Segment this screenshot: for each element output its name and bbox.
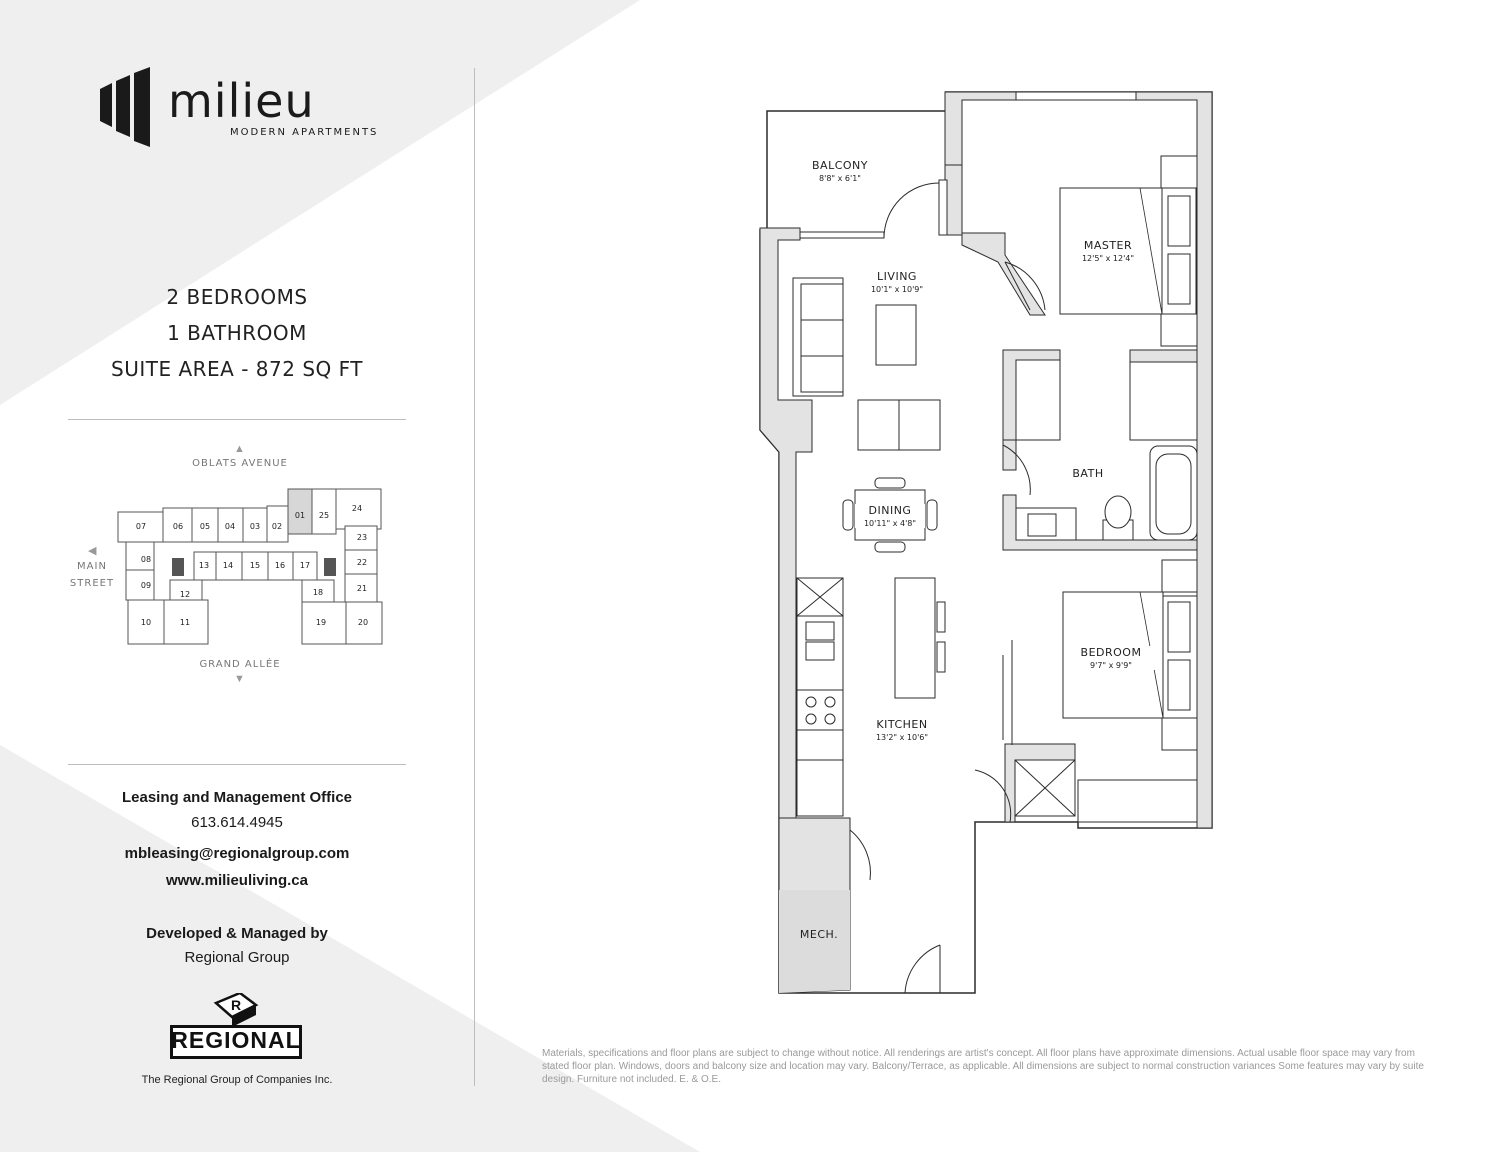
room-dining: DINING 10'11" x 4'8" bbox=[855, 504, 925, 528]
unit-label: 15 bbox=[250, 561, 260, 570]
wall bbox=[1002, 494, 1198, 551]
north-arrow-icon: ▲ bbox=[234, 443, 245, 455]
balcony-outline bbox=[766, 110, 945, 232]
window bbox=[1015, 91, 1137, 101]
brand-name: milieu bbox=[168, 74, 315, 128]
entry-door bbox=[904, 944, 941, 994]
unit-label: 04 bbox=[225, 522, 235, 531]
room-bath: BATH bbox=[1072, 467, 1104, 480]
unit-label: 19 bbox=[316, 618, 326, 627]
unit-label: 11 bbox=[180, 618, 190, 627]
window bbox=[938, 179, 948, 236]
unit-label: 01 bbox=[295, 511, 305, 520]
regional-r-icon: R bbox=[213, 993, 259, 1027]
office-label: Leasing and Management Office bbox=[121, 789, 353, 806]
unit-label: 12 bbox=[180, 590, 190, 599]
brand-tagline: MODERN APARTMENTS bbox=[230, 127, 379, 138]
unit-label: 05 bbox=[200, 522, 210, 531]
unit-label: 06 bbox=[173, 522, 183, 531]
unit-label: 24 bbox=[352, 504, 362, 513]
room-master: MASTER 12'5" x 12'4" bbox=[1081, 239, 1135, 263]
unit-label: 21 bbox=[357, 584, 367, 593]
milieu-logo-icon bbox=[100, 67, 150, 147]
highlighted-unit bbox=[287, 488, 313, 535]
developer-name: Regional Group bbox=[184, 949, 290, 966]
site-key-plan: 07 06 05 04 03 02 01 25 24 08 13 14 15 1… bbox=[117, 488, 383, 645]
closet-shelf bbox=[1077, 779, 1198, 823]
wall bbox=[759, 227, 813, 819]
developer-label: Developed & Managed by bbox=[146, 925, 328, 942]
fridge bbox=[796, 759, 844, 817]
unit-label: 17 bbox=[300, 561, 310, 570]
divider-top bbox=[68, 419, 406, 420]
stove bbox=[796, 689, 844, 731]
room-mech: MECH. bbox=[799, 928, 839, 941]
street-south: GRAND ALLÉE bbox=[199, 659, 281, 670]
master-door bbox=[1004, 261, 1046, 311]
street-west-line2: STREET bbox=[69, 578, 115, 589]
disclaimer: Materials, specifications and floor plan… bbox=[542, 1048, 1424, 1085]
wall bbox=[961, 232, 1046, 316]
unit-label: 18 bbox=[313, 588, 323, 597]
unit-label: 16 bbox=[275, 561, 285, 570]
column-divider bbox=[474, 68, 475, 1086]
unit-label: 02 bbox=[272, 522, 282, 531]
street-west-line1: MAIN bbox=[77, 561, 107, 572]
room-bedroom: BEDROOM 9'7" x 9'9" bbox=[1066, 646, 1156, 670]
regional-logo-box bbox=[170, 1025, 302, 1059]
window bbox=[799, 231, 885, 239]
coffee-table bbox=[875, 304, 917, 366]
office-phone[interactable]: 613.614.4945 bbox=[191, 814, 283, 831]
street-north: OBLATS AVENUE bbox=[192, 458, 288, 469]
regional-logo-word: REGIONAL bbox=[171, 1027, 301, 1053]
kitchen-island bbox=[894, 577, 936, 699]
west-arrow-icon: ◀ bbox=[88, 545, 97, 557]
wall bbox=[944, 91, 1017, 166]
wall bbox=[1129, 349, 1198, 363]
unit-label: 14 bbox=[223, 561, 233, 570]
mech-door bbox=[849, 829, 871, 881]
unit-label: 08 bbox=[141, 555, 151, 564]
unit-label: 25 bbox=[319, 511, 329, 520]
room-living: LIVING 10'1" x 10'9" bbox=[870, 270, 924, 294]
bathrooms-count: 1 BATHROOM bbox=[167, 321, 307, 345]
bedrooms-count: 2 BEDROOMS bbox=[166, 285, 308, 309]
bath-door bbox=[1002, 444, 1031, 496]
master-bed bbox=[1059, 187, 1163, 315]
svg-text:R: R bbox=[231, 997, 241, 1013]
unit-label: 07 bbox=[136, 522, 146, 531]
unit-label: 13 bbox=[199, 561, 209, 570]
room-balcony: BALCONY 8'8" x 6'1" bbox=[812, 159, 868, 183]
wall bbox=[1002, 439, 1017, 471]
mech-room bbox=[779, 890, 850, 993]
unit-label: 20 bbox=[358, 618, 368, 627]
suite-area: SUITE AREA - 872 SQ FT bbox=[111, 357, 363, 381]
room-kitchen: KITCHEN 13'2" x 10'6" bbox=[875, 718, 929, 742]
unit-label: 23 bbox=[357, 533, 367, 542]
unit-label: 09 bbox=[141, 581, 151, 590]
office-email[interactable]: mbleasing@regionalgroup.com bbox=[124, 845, 350, 862]
website-link[interactable]: www.milieuliving.ca bbox=[166, 872, 308, 889]
divider-bottom bbox=[68, 764, 406, 765]
unit-label: 03 bbox=[250, 522, 260, 531]
unit-label: 10 bbox=[141, 618, 151, 627]
closet-door bbox=[974, 769, 1012, 823]
unit-label: 22 bbox=[357, 558, 367, 567]
wall bbox=[944, 164, 963, 236]
balcony-door bbox=[883, 182, 940, 239]
regional-caption: The Regional Group of Companies Inc. bbox=[141, 1074, 333, 1086]
south-arrow-icon: ▼ bbox=[234, 673, 245, 685]
